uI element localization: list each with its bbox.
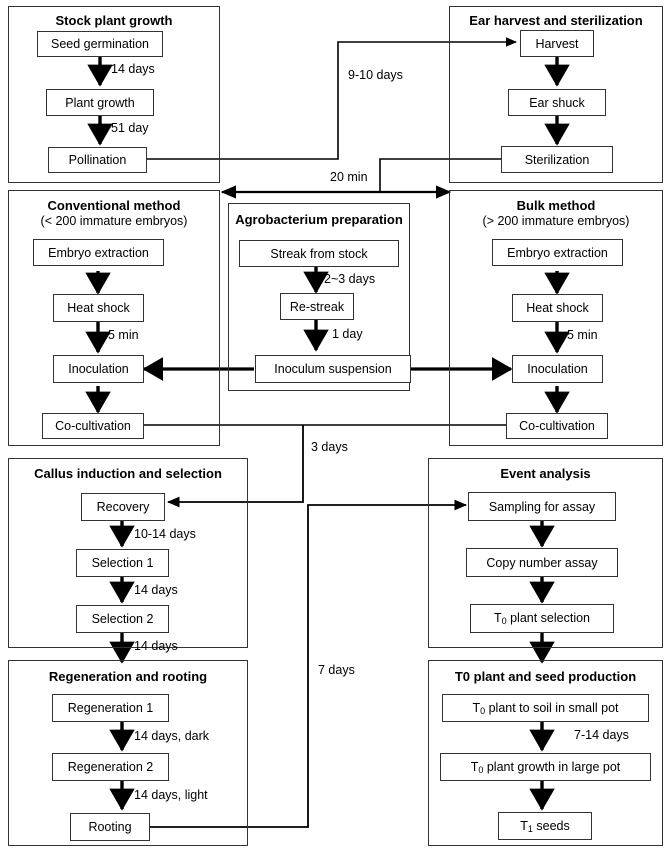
edge-label-7-days: 7 days [318,663,355,677]
edge-label-14-days-selection: 14 days [134,583,178,597]
section-subtitle-conventional-method: (< 200 immature embryos) [40,214,188,228]
section-title-conventional-method: Conventional method [47,198,181,213]
edge-label-9-10-days: 9-10 days [348,68,403,82]
node-t0-plant-selection-label: T0 plant selection [493,611,591,626]
edge-label-14-days-light: 14 days, light [134,788,208,802]
node-heat-shock-conventional[interactable]: Heat shock [53,294,144,322]
section-title-agrobacterium-preparation: Agrobacterium preparation [235,212,403,227]
edge-label-5-min-bulk: 5 min [567,328,598,342]
node-co-cultivation-conventional[interactable]: Co-cultivation [42,413,144,439]
section-title-callus-induction: Callus induction and selection [34,466,222,481]
node-sterilization[interactable]: Sterilization [501,146,613,173]
node-regeneration-1[interactable]: Regeneration 1 [52,694,169,722]
node-co-cultivation-bulk[interactable]: Co-cultivation [506,413,608,439]
node-recovery[interactable]: Recovery [81,493,165,521]
edge-label-14-days-regeneration: 14 days [134,639,178,653]
edge-label-14-days-dark: 14 days, dark [134,729,210,743]
node-harvest[interactable]: Harvest [520,30,594,57]
section-title-stock-plant-growth: Stock plant growth [55,13,173,28]
node-t1-seeds[interactable]: T1 seeds [498,812,592,840]
edge-label-7-14-days: 7-14 days [574,728,629,742]
node-inoculation-bulk[interactable]: Inoculation [512,355,603,383]
node-plant-growth[interactable]: Plant growth [46,89,154,116]
node-t0-plant-to-soil-small-pot[interactable]: T0 plant to soil in small pot [442,694,649,722]
section-conventional-method: Conventional method (< 200 immature embr… [8,190,220,446]
node-t0-plant-selection[interactable]: T0 plant selection [470,604,614,633]
node-copy-number-assay[interactable]: Copy number assay [466,548,618,577]
node-t0-plant-growth-label: T0 plant growth in large pot [470,759,621,775]
section-regeneration-and-rooting: Regeneration and rooting [8,660,248,846]
edge-label-20-min: 20 min [330,170,368,184]
edge-label-5-min-conventional: 5 min [108,328,139,342]
section-bulk-method: Bulk method (> 200 immature embryos) [449,190,663,446]
node-regeneration-2[interactable]: Regeneration 2 [52,753,169,781]
edge-label-1-day: 1 day [332,327,363,341]
node-re-streak[interactable]: Re-streak [280,293,354,320]
node-embryo-extraction-conventional[interactable]: Embryo extraction [33,239,164,266]
node-t0-plant-to-soil-label: T0 plant to soil in small pot [472,700,619,716]
section-event-analysis: Event analysis [428,458,663,648]
section-ear-harvest-and-sterilization: Ear harvest and sterilization [449,6,663,183]
node-t1-seeds-label: T1 seeds [520,818,570,834]
section-subtitle-bulk-method: (> 200 immature embryos) [482,214,630,228]
node-seed-germination[interactable]: Seed germination [37,31,163,57]
section-title-ear-harvest: Ear harvest and sterilization [469,13,643,28]
node-heat-shock-bulk[interactable]: Heat shock [512,294,603,322]
edge-label-10-14-days: 10-14 days [134,527,196,541]
edge-label-14-days-stock: 14 days [111,62,155,76]
section-t0-plant-and-seed-production: T0 plant and seed production [428,660,663,846]
section-agrobacterium-preparation: Agrobacterium preparation [228,203,410,391]
node-ear-shuck[interactable]: Ear shuck [508,89,606,116]
node-inoculation-conventional[interactable]: Inoculation [53,355,144,383]
node-embryo-extraction-bulk[interactable]: Embryo extraction [492,239,623,266]
node-inoculum-suspension[interactable]: Inoculum suspension [255,355,411,383]
node-pollination[interactable]: Pollination [48,147,147,173]
node-selection-2[interactable]: Selection 2 [76,605,169,633]
node-streak-from-stock[interactable]: Streak from stock [239,240,399,267]
node-rooting[interactable]: Rooting [70,813,150,841]
edge-label-2-3-days: 2~3 days [324,272,376,286]
section-callus-induction-and-selection: Callus induction and selection [8,458,248,648]
section-title-bulk-method: Bulk method [516,198,596,213]
node-sampling-for-assay[interactable]: Sampling for assay [468,492,616,521]
edge-label-51-day: 51 day [111,121,149,135]
edge-label-3-days: 3 days [311,440,348,454]
section-title-event-analysis: Event analysis [500,466,591,481]
section-stock-plant-growth: Stock plant growth [8,6,220,183]
section-title-t0-plant-and-seed-production: T0 plant and seed production [454,669,637,684]
section-title-regeneration-and-rooting: Regeneration and rooting [48,669,208,684]
node-selection-1[interactable]: Selection 1 [76,549,169,577]
node-t0-plant-growth-large-pot[interactable]: T0 plant growth in large pot [440,753,651,781]
